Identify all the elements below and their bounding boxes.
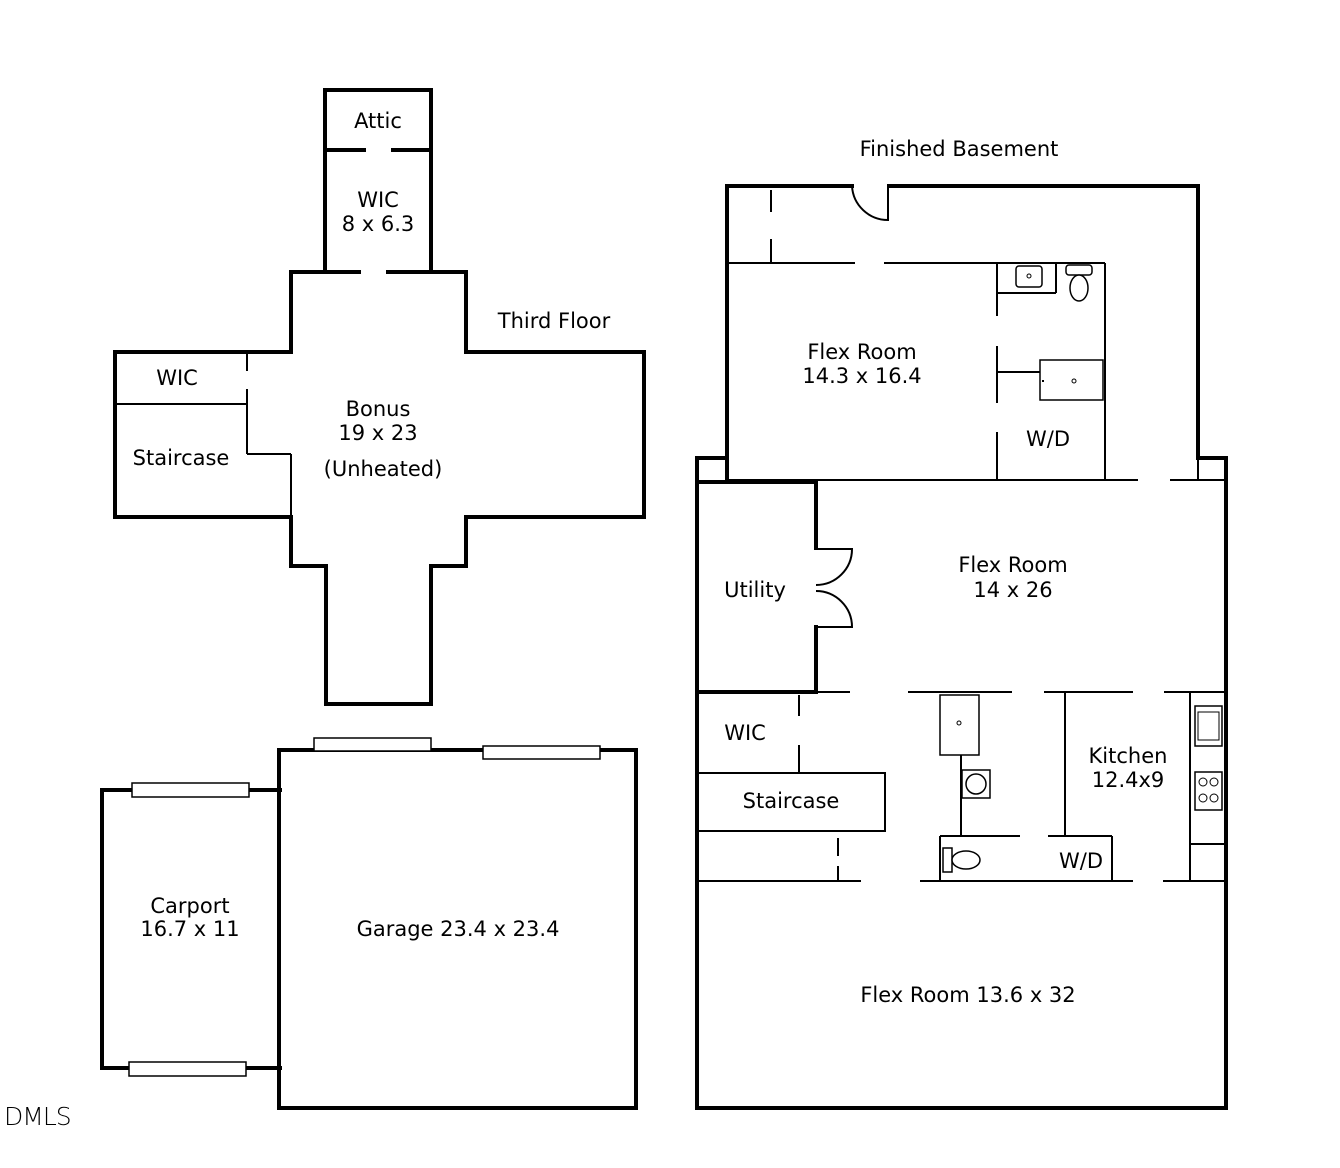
staircase-label: Staircase: [133, 446, 230, 470]
shower-icon: [1039, 359, 1104, 401]
wic-top-label: WIC: [357, 188, 399, 212]
carport-opening: [131, 782, 250, 798]
garage-door: [482, 745, 601, 760]
third-floor-title: Third Floor: [497, 309, 611, 333]
garage-door: [313, 737, 432, 752]
garage-label: Garage 23.4 x 23.4: [357, 917, 560, 941]
basement-upper-outline: [725, 184, 854, 480]
shower-icon: [939, 694, 980, 756]
flex-top-label: Flex Room: [807, 340, 916, 364]
bonus-note: (Unheated): [324, 457, 443, 481]
utility-doors: [815, 548, 854, 628]
stove-icon: [1194, 771, 1223, 811]
kitchen-dims: 12.4x9: [1092, 768, 1165, 792]
bonus-label: Bonus: [346, 397, 411, 421]
utility-wall: [695, 480, 818, 550]
basement-plan: [695, 184, 1228, 1110]
toilet-icon: [942, 847, 981, 873]
sink-icon: [1015, 265, 1043, 288]
watermark-logo: DMLS: [4, 1102, 71, 1131]
bonus-outline: [113, 270, 646, 706]
garage-outline: [277, 748, 638, 1110]
wd-top-label: W/D: [1026, 427, 1070, 451]
kitchen-label: Kitchen: [1089, 744, 1168, 768]
basement-main-outline: [695, 456, 1228, 1110]
wic-label: WIC: [724, 721, 766, 745]
carport-dims: 16.7 x 11: [140, 917, 239, 941]
flex-top-dims: 14.3 x 16.4: [802, 364, 921, 388]
sink-icon: [961, 769, 991, 799]
flex-mid-label: Flex Room: [958, 553, 1067, 577]
wic-top-dims: 8 x 6.3: [342, 212, 415, 236]
carport-label: Carport: [150, 894, 229, 918]
attic-label: Attic: [354, 109, 402, 133]
third-floor-plan: [113, 88, 646, 706]
basement-title: Finished Basement: [860, 137, 1059, 161]
toilet-icon: [1065, 264, 1093, 302]
wd-bottom-label: W/D: [1059, 849, 1103, 873]
wic-left-label: WIC: [156, 366, 198, 390]
outbuildings-plan: [100, 737, 638, 1110]
carport-opening: [128, 1061, 247, 1077]
flex-mid-dims: 14 x 26: [973, 578, 1052, 602]
utility-label: Utility: [724, 578, 786, 602]
staircase-box: [696, 772, 886, 832]
kitchen-sink-icon: [1194, 705, 1223, 747]
attic-wall: [323, 88, 433, 152]
bonus-dims: 19 x 23: [338, 421, 417, 445]
staircase-label: Staircase: [743, 789, 840, 813]
labels: Attic WIC 8 x 6.3 Third Floor WIC Stairc…: [4, 109, 1167, 1131]
flex-bottom-label: Flex Room 13.6 x 32: [860, 983, 1075, 1007]
